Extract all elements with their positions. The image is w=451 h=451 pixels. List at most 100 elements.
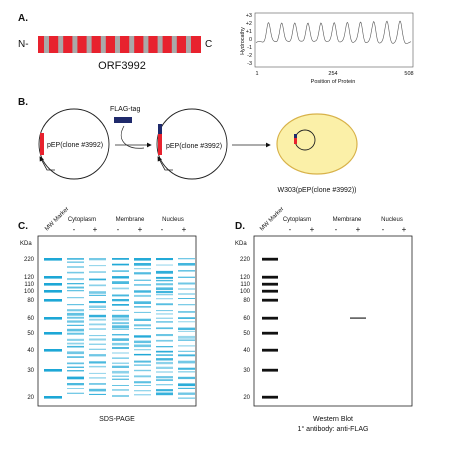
protein-band (134, 344, 151, 348)
lane-sign: - (289, 225, 292, 234)
tm-segment (100, 36, 106, 53)
protein-band (178, 321, 195, 323)
protein-band (178, 293, 195, 295)
detected-flag-band (350, 317, 366, 319)
tm-segment (58, 36, 64, 53)
protein-band (89, 314, 106, 318)
marker-band (44, 258, 62, 261)
protein-band (156, 283, 173, 286)
protein-band (67, 258, 84, 260)
marker-band (262, 275, 278, 279)
protein-band (89, 294, 106, 296)
protein-band (134, 263, 151, 266)
mw-tick-label: 100 (240, 289, 251, 295)
tm-segment (129, 36, 135, 53)
protein-band (134, 328, 151, 330)
n-terminus-label: N- (18, 39, 29, 50)
protein-band (156, 276, 173, 279)
protein-band (89, 271, 106, 273)
protein-band (156, 287, 173, 291)
protein-band (156, 371, 173, 373)
protein-band (178, 317, 195, 319)
protein-band (156, 361, 173, 365)
protein-band (112, 375, 129, 377)
mw-tick-label: 110 (240, 282, 250, 288)
protein-band (67, 304, 84, 306)
protein-band (156, 298, 173, 300)
protein-band (178, 304, 195, 306)
flag-insertion-curve (120, 125, 145, 149)
tm-segment (44, 36, 49, 53)
protein-band (112, 281, 129, 284)
mw-tick-label: 50 (243, 331, 250, 337)
protein-band (89, 372, 106, 374)
protein-band (156, 258, 173, 261)
protein-band (178, 276, 195, 278)
protein-band (67, 320, 84, 323)
protein-band (178, 335, 195, 339)
protein-band (156, 321, 173, 323)
insert-red-bar (158, 134, 162, 155)
protein-band (112, 258, 129, 260)
protein-band (89, 323, 106, 326)
protein-band (156, 334, 173, 337)
y-tick: +3 (246, 13, 252, 19)
protein-band (67, 286, 84, 289)
protein-band (156, 264, 173, 266)
plasmid-circle (38, 108, 110, 180)
protein-band (134, 268, 151, 270)
kda-unit: KDa (20, 241, 32, 247)
protein-band (134, 311, 151, 313)
protein-band (178, 282, 195, 285)
mw-tick-label: 60 (27, 316, 34, 322)
protein-band (89, 258, 106, 261)
protein-band (156, 350, 173, 353)
orf-name: ORF3992 (98, 60, 146, 72)
panel-a-label: A. (18, 13, 28, 24)
lane-sign: - (117, 225, 120, 234)
marker-band (44, 317, 62, 320)
protein-band (67, 297, 84, 299)
panel-c-label: C. (18, 221, 28, 232)
mini-insert (294, 138, 297, 144)
mw-tick-label: 20 (243, 395, 250, 401)
protein-band (178, 263, 195, 266)
protein-band (112, 314, 129, 318)
tm-segment (171, 36, 177, 53)
lane-sign: + (310, 225, 315, 234)
protein-band (134, 294, 151, 297)
protein-band (67, 309, 84, 312)
protein-band (112, 276, 129, 279)
protein-band (89, 348, 106, 350)
protein-band (178, 371, 195, 373)
lane-sign: - (161, 225, 164, 234)
hydropathy-trace (255, 20, 412, 44)
protein-band (112, 347, 129, 349)
mw-tick-label: 60 (243, 316, 250, 322)
protein-band (89, 301, 106, 304)
kda-unit: KDa (235, 241, 247, 247)
protein-band (112, 294, 129, 297)
protein-band (89, 388, 106, 392)
protein-band (112, 352, 129, 354)
protein-band (134, 324, 151, 327)
protein-band (156, 354, 173, 356)
panel-c: C. MW Marker Cytoplasm Membrane Nucleus … (18, 206, 197, 423)
protein-band (67, 342, 84, 345)
protein-band (178, 331, 195, 332)
plasmid-2: pEP(clone #3992) (156, 108, 228, 180)
x-tick: 1 (255, 71, 258, 77)
protein-band (134, 284, 151, 286)
protein-band (67, 351, 84, 355)
protein-band (156, 384, 173, 386)
tm-segment (115, 36, 120, 53)
protein-band (67, 383, 84, 386)
protein-band (134, 301, 151, 304)
marker-band (262, 368, 278, 372)
panel-d-label: D. (235, 221, 245, 232)
protein-band (178, 397, 195, 399)
protein-band (112, 322, 129, 325)
protein-band (67, 328, 84, 332)
group-label-membrane: Membrane (333, 217, 362, 223)
